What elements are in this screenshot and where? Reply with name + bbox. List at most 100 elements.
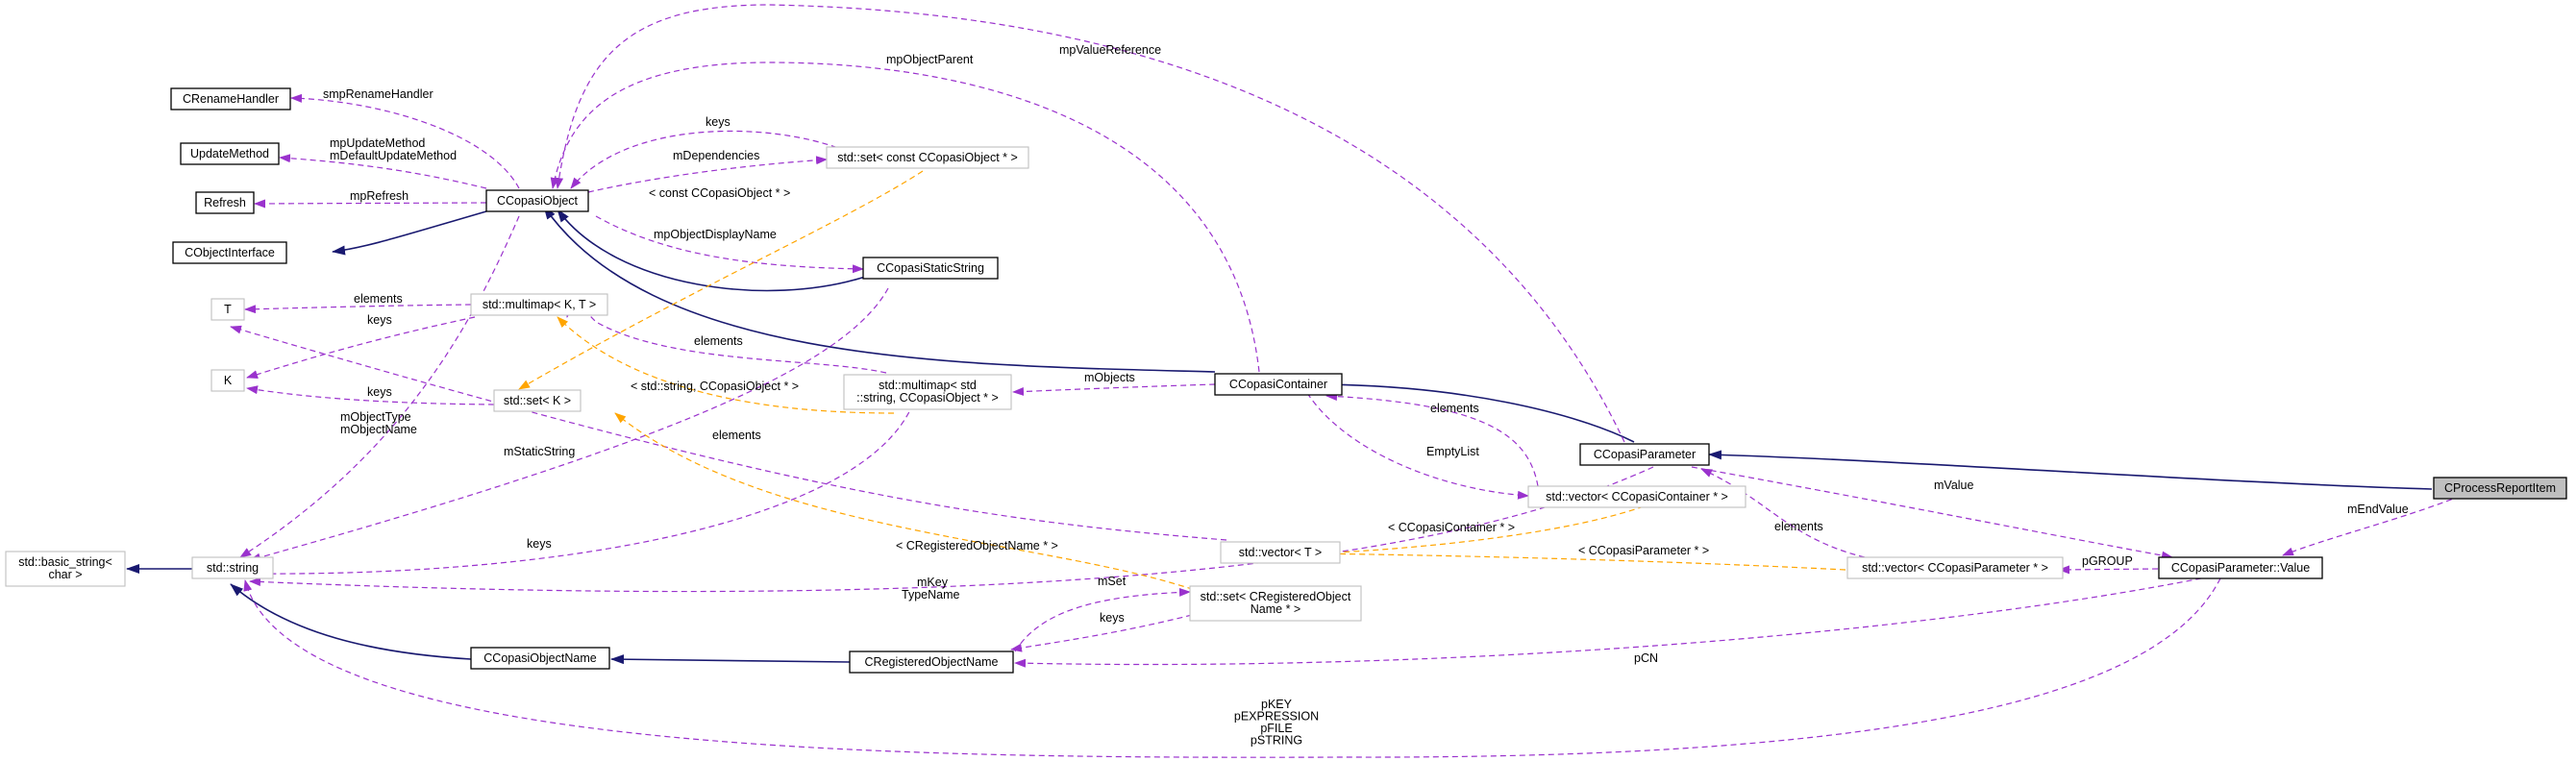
edge-tpl-const-ccopasiobject [518,170,924,390]
node-ccopasistaticstring-label: CCopasiStaticString [877,261,984,275]
edge-inherit-ccopasistaticstring-ccopasiobject [557,209,866,292]
node-ccopasiobject[interactable]: CCopasiObject [485,189,589,212]
node-std-vector-ccopasiparameter[interactable]: std::vector< CCopasiParameter * > [1846,556,2064,579]
label-pstrings-line2: pEXPRESSION [1234,710,1319,724]
node-std-string[interactable]: std::string [191,556,274,579]
label-tpl-cregisteredobjectname: < CRegisteredObjectName * > [896,539,1058,552]
edge-elements-t [244,304,472,314]
node-ccopasiparameter-label: CCopasiParameter [1594,448,1696,461]
node-std-basic-string-line2: char > [48,568,82,581]
edge-tpl-cregisteredobjectname [614,412,1212,597]
label-keys-k2: keys [367,385,392,399]
edge-tpl-ccopasiparameter [1312,549,1846,571]
edge-mpvaluereference [555,4,1625,443]
node-k-label: K [224,374,233,387]
label-mpupdatemethod-line2: mDefaultUpdateMethod [330,149,457,162]
edge-tpl-string-ccopasiobject [557,316,895,414]
node-std-set-const-ccopasiobject[interactable]: std::set< const CCopasiObject * > [826,146,1029,169]
node-std-multimap-string[interactable]: std::multimap< std::string, CCopasiObjec… [843,374,1012,410]
edge-elements-lower [230,325,1227,541]
label-mpobjectparent: mpObjectParent [886,53,974,66]
edge-mprefresh [254,199,487,209]
edge-keys-string [249,403,914,578]
node-cregisteredobjectname[interactable]: CRegisteredObjectName [849,651,1014,674]
label-mobjecttype-line1: mObjectType [340,410,411,424]
label-pcn: pCN [1634,651,1658,665]
node-cobjectinterface[interactable]: CObjectInterface [172,241,287,264]
node-updatemethod-label: UpdateMethod [190,147,269,160]
edge-mobjecttype [239,215,520,558]
edge-tpl-ccopasicontainer [1312,505,1645,558]
label-mstaticstring: mStaticString [504,445,575,458]
edge-mpupdatemethod [279,154,487,189]
node-std-vector-ccopasicontainer-label: std::vector< CCopasiContainer * > [1546,490,1728,503]
node-k[interactable]: K [211,369,245,392]
node-std-vector-ccopasicontainer[interactable]: std::vector< CCopasiContainer * > [1527,485,1746,508]
label-mdependencies: mDependencies [673,149,759,162]
node-std-multimap-string-label: std::multimap< std::string, CCopasiObjec… [856,379,999,405]
edge-elements-param [1700,468,1866,558]
label-elements-param: elements [1774,520,1823,533]
label-mpvaluereference: mpValueReference [1059,43,1161,57]
node-ccopasiparameter[interactable]: CCopasiParameter [1579,443,1710,466]
edge-inherit-ccopasiobject-cobjectinterface [332,210,487,256]
node-std-basic-string[interactable]: std::basic_string<char > [5,551,126,587]
node-cprocessreportitem[interactable]: CProcessReportItem [2433,477,2567,500]
label-pstrings-line3: pFILE [1260,722,1292,735]
node-updatemethod[interactable]: UpdateMethod [180,142,280,165]
node-t-label: T [224,303,232,316]
edge-keys-top [570,130,847,189]
node-ccopasiobject-label: CCopasiObject [497,194,579,208]
node-std-set-k-label: std::set< K > [504,394,571,407]
node-ccopasiparameter-value[interactable]: CCopasiParameter::Value [2158,556,2323,579]
node-std-vector-ccopasiparameter-label: std::vector< CCopasiParameter * > [1862,561,2048,575]
label-elements-mid: elements [694,334,743,348]
node-ccopasiparameter-value-label: CCopasiParameter::Value [2171,561,2310,575]
label-mkey-line2: TypeName [902,588,959,601]
node-t[interactable]: T [211,298,245,321]
label-keys-k1: keys [367,313,392,327]
node-std-set-const-ccopasiobject-label: std::set< const CCopasiObject * > [837,151,1018,164]
node-ccopasistaticstring[interactable]: CCopasiStaticString [862,257,999,280]
node-std-vector-t[interactable]: std::vector< T > [1220,541,1341,564]
node-ccopasiobjectname-label: CCopasiObjectName [483,651,596,665]
node-std-multimap-string-line1: std::multimap< std [879,379,977,392]
node-crenamehandler[interactable]: CRenameHandler [170,87,291,110]
node-refresh[interactable]: Refresh [195,191,255,214]
label-keys-regset: keys [1100,611,1125,625]
label-mobjecttype-line2: mObjectName [340,423,417,436]
edge-keys-k1 [246,316,476,379]
label-mpobjectdisplayname: mpObjectDisplayName [654,228,777,241]
edge-mpobjectparent [550,61,1260,373]
label-tpl-string-ccopasiobject: < std::string, CCopasiObject * > [631,380,799,393]
node-std-multimap-string-line2: ::string, CCopasiObject * > [856,391,999,405]
label-mpupdatemethod-line1: mpUpdateMethod [330,136,425,150]
edge-inherit-cprocessreportitem-ccopasiparameter [1708,450,2433,490]
node-ccopasicontainer-label: CCopasiContainer [1229,378,1327,391]
node-std-set-cregisteredobjectname-line1: std::set< CRegisteredObject [1201,590,1351,603]
node-ccopasicontainer[interactable]: CCopasiContainer [1214,373,1343,396]
edge-inherit-ccopasiobjectname-std-string [230,583,472,660]
node-ccopasiobjectname[interactable]: CCopasiObjectName [470,647,610,670]
node-refresh-label: Refresh [204,196,246,209]
node-std-string-label: std::string [207,561,259,575]
node-std-set-k[interactable]: std::set< K > [493,389,582,412]
node-cobjectinterface-label: CObjectInterface [185,246,275,259]
edge-mdependencies [587,156,828,193]
edge-smprenamehandler [290,93,520,189]
edge-keys-k2 [246,385,495,405]
edge-inherit-ccopasiparameter-ccopasicontainer [1308,380,1635,443]
edge-pstrings [243,577,2221,758]
edge-pcn [1014,576,2212,668]
label-keys-string: keys [527,537,552,551]
node-std-basic-string-line1: std::basic_string< [18,555,112,569]
edge-inherit-cregisteredobjectname-ccopasiobjectname [610,654,851,665]
edge-mstaticstring [249,287,889,562]
node-std-multimap-kt[interactable]: std::multimap< K, T > [470,293,608,316]
